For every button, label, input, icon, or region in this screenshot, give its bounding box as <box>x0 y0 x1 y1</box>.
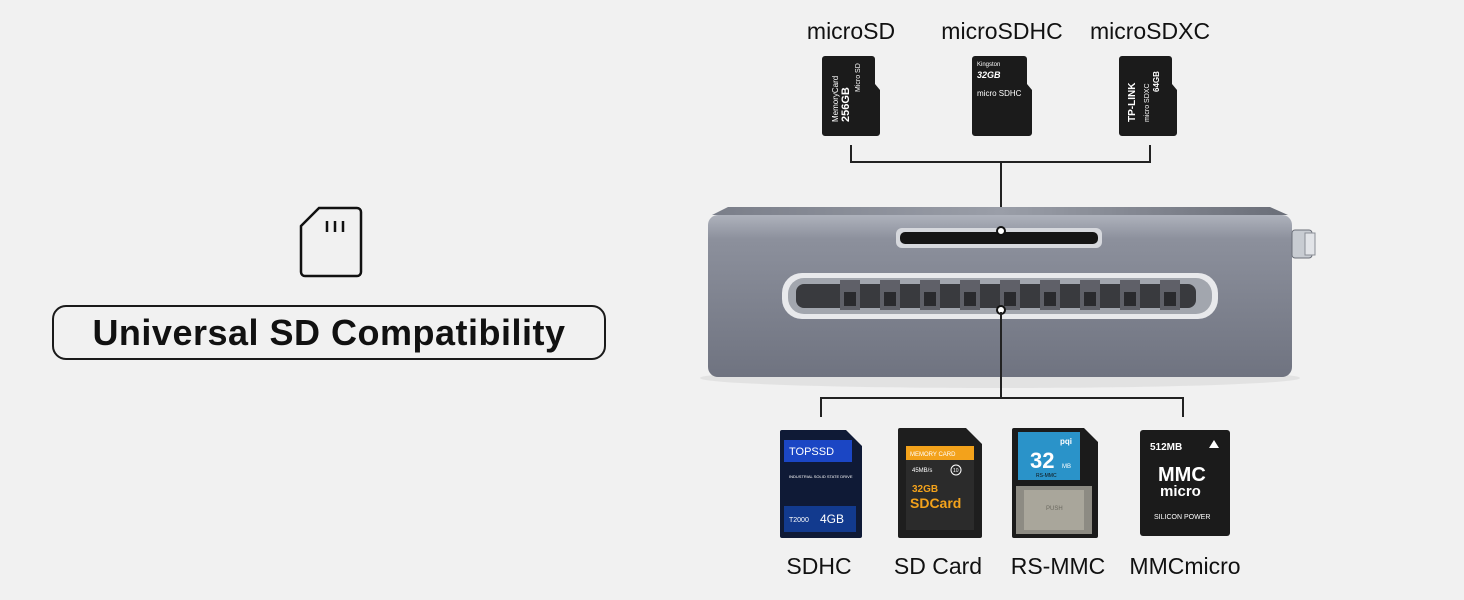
sdcard-speed: 45MB/s <box>912 468 932 474</box>
microsdxc-print-line2: 64GB <box>1152 71 1161 92</box>
sdcard-name: SDCard <box>910 495 961 511</box>
connector-top-left-drop <box>850 145 852 163</box>
microsd-print-line2: 256GB <box>840 87 852 122</box>
card-reader-device <box>700 207 1316 388</box>
label-rs-mmc: RS-MMC <box>1010 553 1106 579</box>
mmcmicro-name2: micro <box>1160 483 1201 500</box>
sdhc-line: INDUSTRIAL SOLID STATE DRIVE <box>789 474 853 479</box>
mmcmicro-brand: SILICON POWER <box>1154 514 1210 521</box>
sdhc-capacity: 4GB <box>820 512 844 526</box>
connector-top-right-drop <box>1149 145 1151 163</box>
sdcard-top: MEMORY CARD <box>910 452 956 458</box>
label-sdhc: SDHC <box>786 553 852 579</box>
microsdhc-card-image: Kingston 32GB micro SDHC <box>972 56 1032 136</box>
sdcard-capacity: 32GB <box>912 484 938 495</box>
microsdxc-print-line1: TP-LINK <box>1127 82 1138 122</box>
connector-top-vertical <box>1000 161 1002 231</box>
microsd-print-line3: Micro SD <box>855 63 862 92</box>
microsdhc-print-line3: micro SDHC <box>977 89 1022 98</box>
mmcmicro-name1: MMC <box>1158 464 1206 486</box>
microsd-card-image: MemoryCard 256GB Micro SD <box>822 56 880 136</box>
label-microsdhc: microSDHC <box>941 18 1063 44</box>
microsd-print-line1: MemoryCard <box>831 76 840 122</box>
sdhc-card-image: TOPSSD INDUSTRIAL SOLID STATE DRIVE T200… <box>780 430 862 538</box>
microsdhc-print-line1: Kingston <box>977 62 1000 68</box>
rsmmc-unit: MB <box>1062 464 1071 470</box>
headline: Universal SD Compatibility <box>52 305 606 360</box>
mmcmicro-capacity: 512MB <box>1150 442 1182 453</box>
label-mmcmicro: MMCmicro <box>1129 553 1241 579</box>
sdcard-class: 10 <box>953 468 959 474</box>
microsdxc-card-image: TP-LINK micro SDXC 64GB <box>1119 56 1177 136</box>
mmcmicro-card-image: 512MB MMC micro SILICON POWER <box>1140 430 1230 536</box>
connector-bottom-horizontal <box>820 397 1184 399</box>
rsmmc-capacity: 32 <box>1030 448 1054 473</box>
rsmmc-name: RS-MMC <box>1036 473 1057 479</box>
rsmmc-push: PUSH <box>1046 506 1063 512</box>
label-microsd: microSD <box>806 18 896 44</box>
connector-bottom-left-drop <box>820 397 822 417</box>
rs-mmc-card-image: pqi 32 MB RS-MMC PUSH <box>1012 428 1098 538</box>
label-sd-card: SD Card <box>893 553 983 579</box>
rsmmc-brand: pqi <box>1060 437 1072 446</box>
sd-card-image: MEMORY CARD 45MB/s 10 32GB SDCard <box>898 428 982 538</box>
label-microsdxc: microSDXC <box>1089 18 1211 44</box>
microsdxc-print-line3: micro SDXC <box>1144 83 1151 122</box>
microsdhc-print-line2: 32GB <box>977 70 1001 80</box>
sd-card-icon <box>299 206 363 278</box>
connector-bottom-right-drop <box>1182 397 1184 417</box>
sdhc-brand: TOPSSD <box>789 446 834 458</box>
connector-bottom-vertical <box>1000 312 1002 398</box>
sdhc-model: T2000 <box>789 517 809 524</box>
